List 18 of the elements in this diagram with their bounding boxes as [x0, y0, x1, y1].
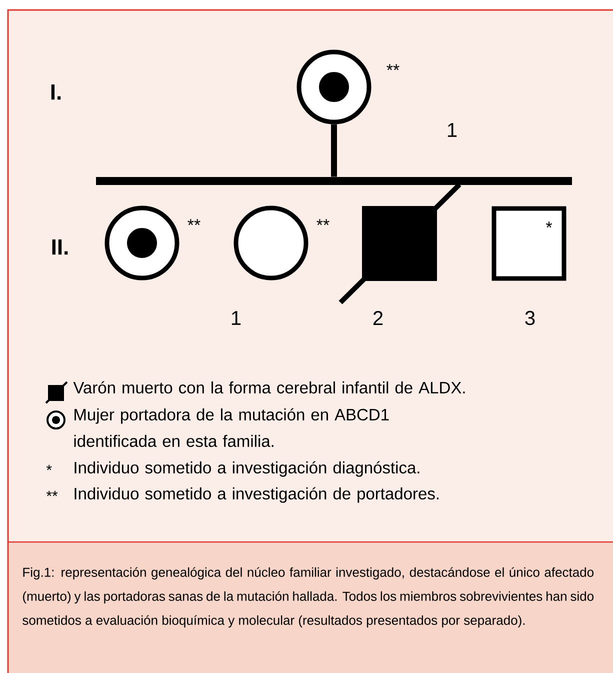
individual-number: 1 — [448, 123, 457, 137]
figure-caption: Fig.1: representación genealógica del núcleo familiar investigado, destacándose el único afectado (muerto) y las portadoras sanas de la mutación hallada. Todos los miembros sobrevivientes han sido sometidos a evaluación bioquímica y molecular (resultados presentados por separado). — [22, 567, 594, 628]
asterisk-mark: ** — [188, 219, 200, 226]
legend-text: Individuo sometido a investigación diagnóstica. — [74, 461, 420, 477]
legend-text: Mujer portadora de la mutación en ABCD1 identificada en esta familia. — [74, 408, 389, 447]
individual-number: 3 — [525, 310, 535, 326]
legend-asterisk: ** — [46, 490, 58, 496]
legend-asterisk: * — [46, 464, 52, 470]
generation-numeral: II. — [52, 239, 68, 255]
asterisk-mark: ** — [386, 64, 400, 70]
legend-text: Individuo sometido a investigación de portadores. — [74, 487, 438, 503]
descent-line — [331, 124, 337, 177]
generation-numeral: I. — [51, 84, 61, 100]
individual-number: 1 — [232, 311, 241, 325]
asterisk-mark: ** — [316, 219, 330, 226]
legend-text: Varón muerto con la forma cerebral infantil de ALDX. — [73, 381, 465, 394]
asterisk: * — [546, 222, 552, 228]
individual-number: 2 — [373, 311, 383, 325]
